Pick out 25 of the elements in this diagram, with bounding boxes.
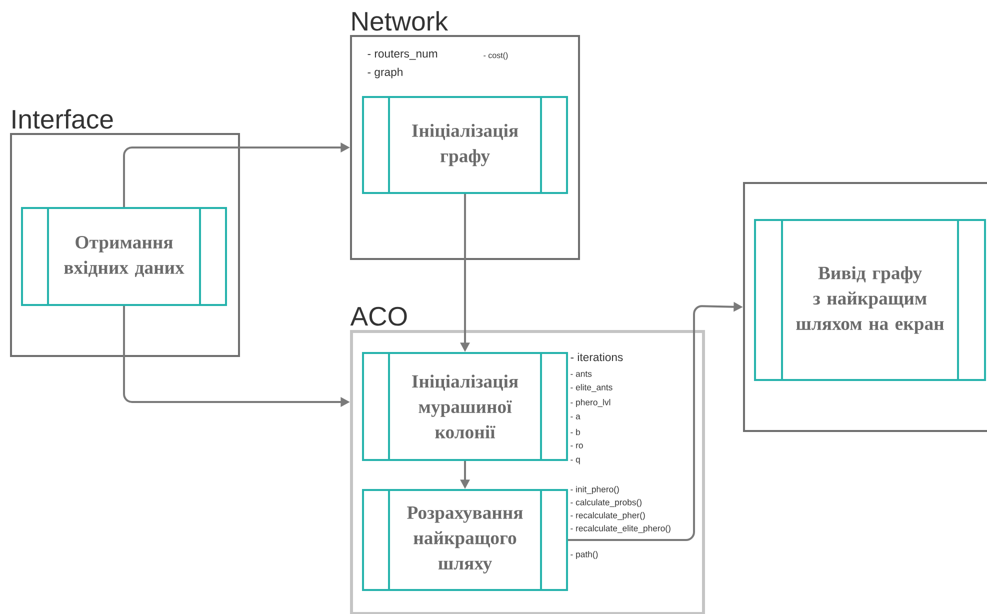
process-box: Отримання вхідних даних xyxy=(21,207,227,306)
process-box: Розрахування найкращого шляху xyxy=(362,489,568,591)
attribute-label: - phero_lvl xyxy=(570,398,610,408)
attribute-label: - ro xyxy=(570,444,583,448)
attribute-label: - q xyxy=(570,458,580,464)
attribute-label: - ants xyxy=(570,371,592,377)
attribute-label: - routers_num xyxy=(368,50,438,60)
method-label: - cost() xyxy=(484,52,508,60)
module-title: Network xyxy=(352,11,448,31)
attribute-label: - elite_ants xyxy=(570,384,612,392)
process-box: Ініціалізація графу xyxy=(362,96,568,194)
attribute-label: - a xyxy=(570,414,580,420)
attribute-label: - b xyxy=(570,428,580,436)
process-box: Ініціалізація мурашиної колонії xyxy=(362,352,568,461)
attribute-label: - iterations xyxy=(570,352,623,362)
module-title: ACO xyxy=(350,306,407,326)
method-label: - init_phero() xyxy=(570,486,619,494)
method-label: - recalculate_elite_phero() xyxy=(570,524,670,534)
process-box: Вивід графу з найкращим шляхом на екран xyxy=(754,219,986,381)
module-frame xyxy=(743,182,987,432)
attribute-label: - graph xyxy=(368,68,402,78)
module-title: Interface xyxy=(12,109,113,129)
method-label: - path() xyxy=(570,550,598,560)
method-label: - recalculate_pher() xyxy=(570,512,645,520)
method-label: - calculate_probs() xyxy=(570,498,642,508)
